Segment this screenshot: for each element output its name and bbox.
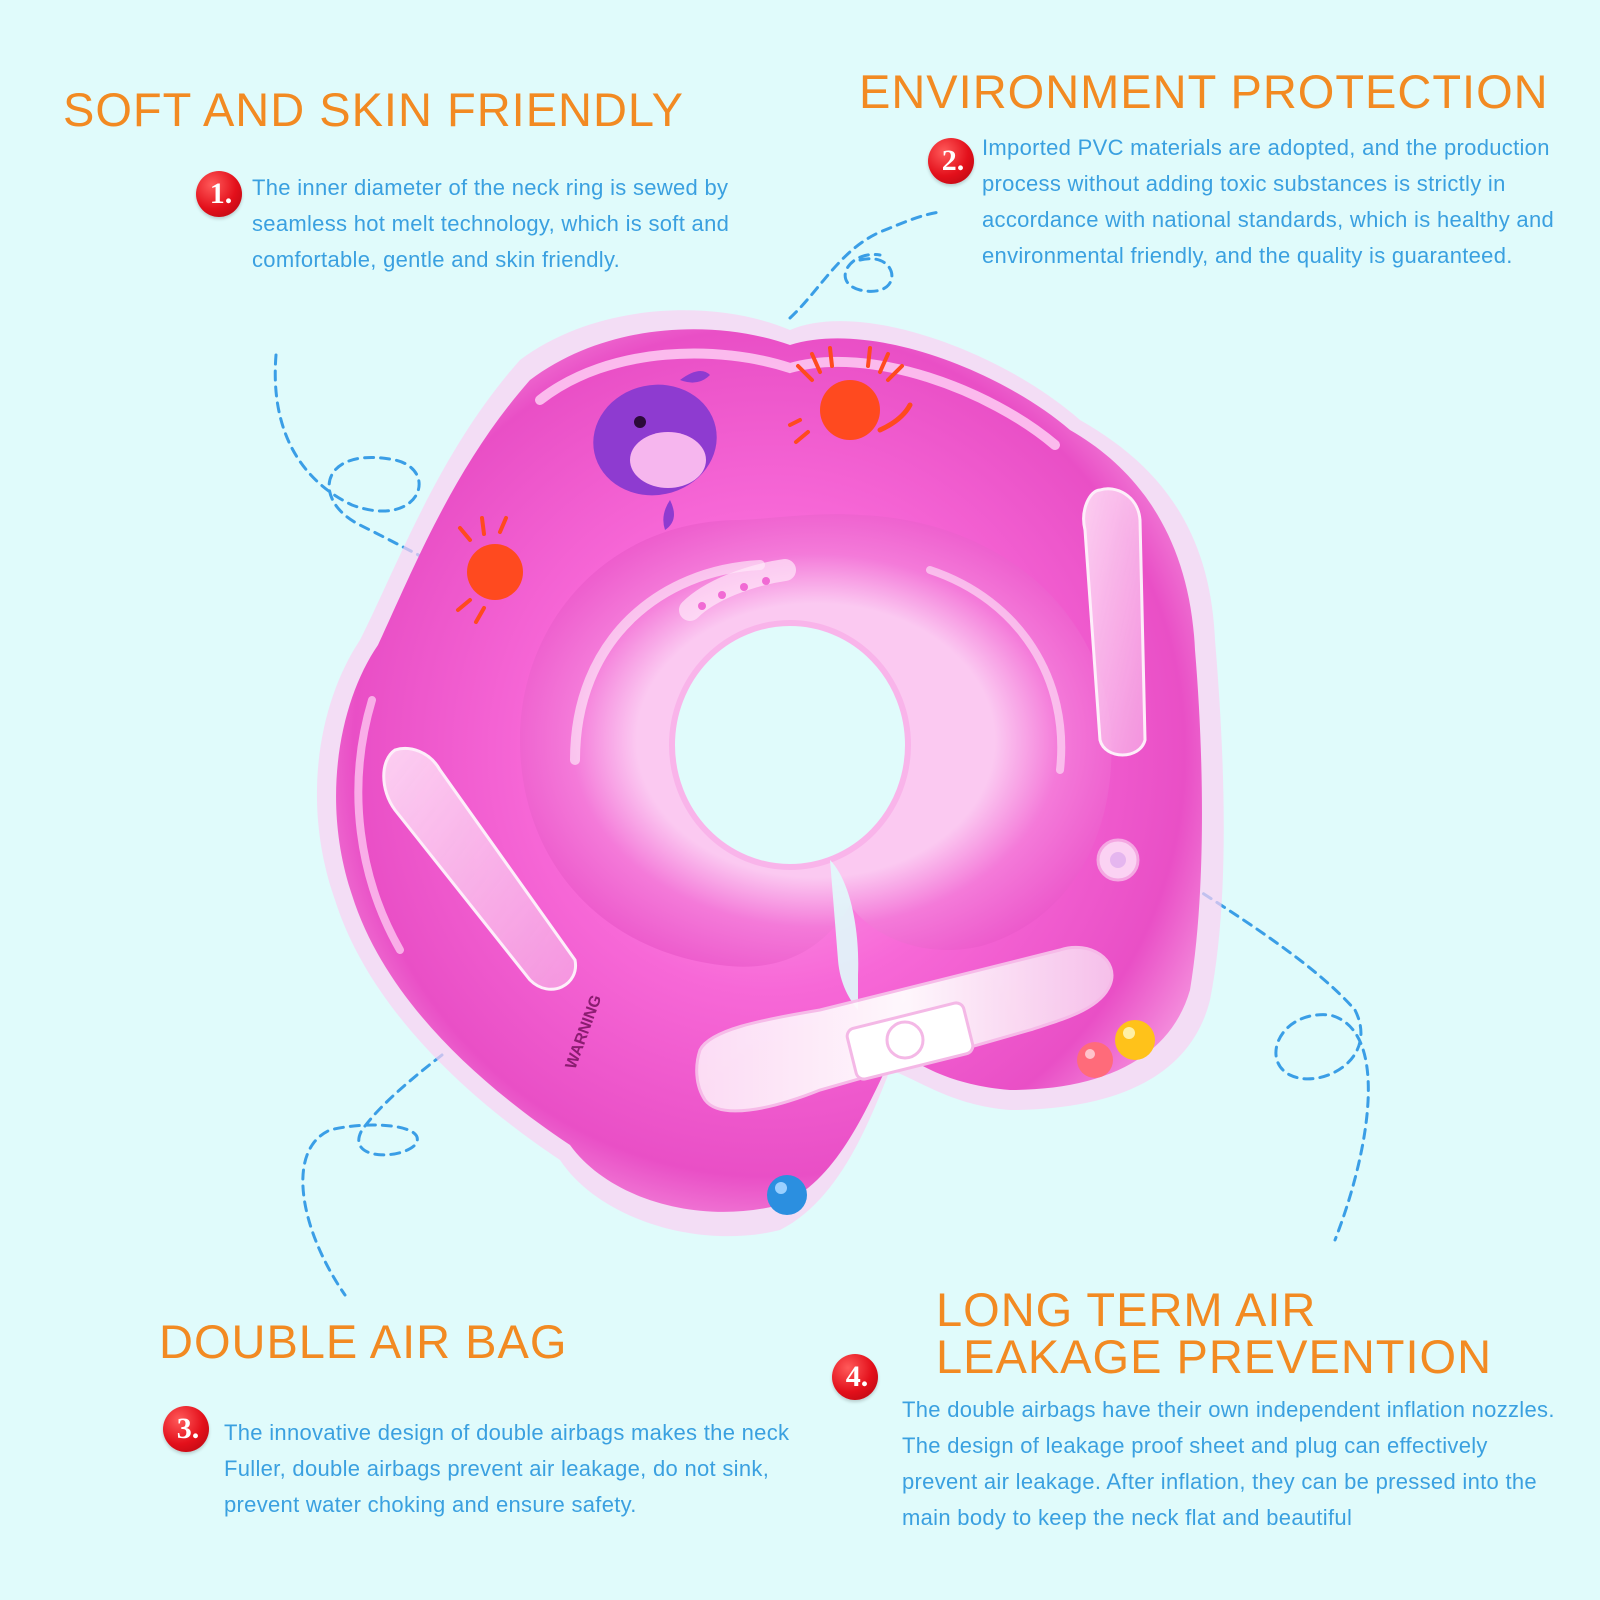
- feature-2-description: Imported PVC materials are adopted, and …: [982, 135, 1555, 268]
- feature-2-number-badge: 2.: [928, 138, 974, 184]
- feature-1-title: SOFT AND SKIN FRIENDLY: [63, 83, 684, 136]
- feature-3-number-badge: 3.: [163, 1406, 209, 1452]
- feature-2-number: 2.: [941, 144, 965, 177]
- crab-print-left: [456, 516, 523, 624]
- feature-2-title: ENVIRONMENT PROTECTION: [859, 65, 1549, 118]
- feature-1-description: The inner diameter of the neck ring is s…: [252, 175, 730, 272]
- feature-3-title: DOUBLE AIR BAG: [159, 1315, 568, 1368]
- decorative-dashed-lines: [273, 210, 1370, 1297]
- feature-4-title: LONG TERM AIR LEAKAGE PREVENTION: [936, 1283, 1493, 1383]
- feature-3-description: The innovative design of double airbags …: [224, 1420, 790, 1517]
- feature-4-number-badge: 4.: [832, 1354, 878, 1400]
- feature-1-number-badge: 1.: [196, 171, 242, 217]
- feature-3-number: 3.: [176, 1412, 200, 1445]
- feature-1-number: 1.: [209, 177, 233, 210]
- feature-4-number: 4.: [845, 1360, 869, 1393]
- crab-print-top: [788, 346, 913, 444]
- feature-4-description: The double airbags have their own indepe…: [902, 1397, 1555, 1530]
- whale-print: [593, 371, 717, 530]
- neck-float-ring: WARNING: [316, 310, 1224, 1237]
